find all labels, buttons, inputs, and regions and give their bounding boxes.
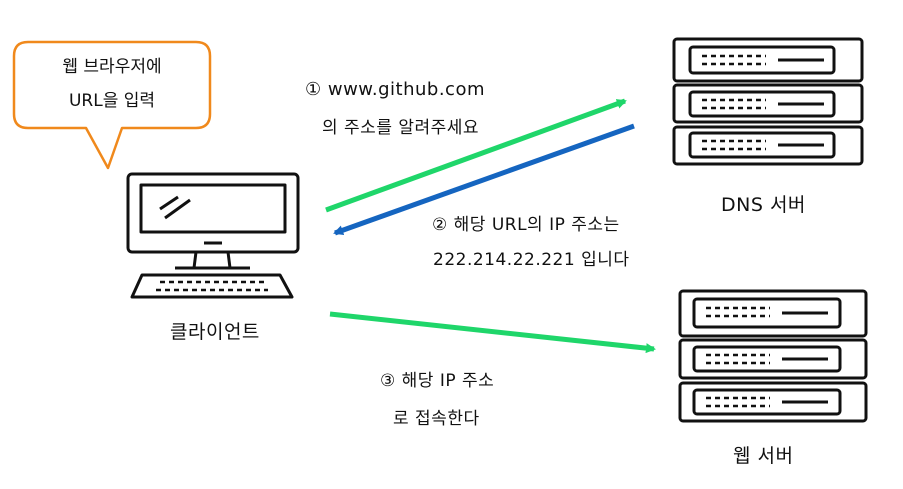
step2-line1: ② 해당 URL의 IP 주소는 xyxy=(432,215,620,235)
step1-line2: 의 주소를 알려주세요 xyxy=(322,118,480,138)
bubble-line-2: URL을 입력 xyxy=(68,91,156,111)
client-computer-icon xyxy=(126,172,300,299)
web-server-label: 웹 서버 xyxy=(733,445,794,467)
dns-server-icon xyxy=(672,37,864,166)
bubble-text: 웹 브라우저에 URL을 입력 xyxy=(17,50,207,118)
step3-line2: 로 접속한다 xyxy=(393,409,480,429)
client-label: 클라이언트 xyxy=(170,321,260,343)
speech-bubble xyxy=(12,40,212,170)
bubble-line-1: 웹 브라우저에 xyxy=(62,57,162,77)
web-server-icon xyxy=(678,289,868,423)
dns-server-label: DNS 서버 xyxy=(721,194,806,216)
arrow-connect-web xyxy=(329,311,656,354)
arrow-request-dns xyxy=(325,98,627,213)
arrow-response-ip xyxy=(333,123,635,236)
step2-line2: 222.214.22.221 입니다 xyxy=(433,250,630,270)
step1-line1: ① www.github.com xyxy=(305,79,485,100)
step3-line1: ③ 해당 IP 주소 xyxy=(380,371,495,391)
